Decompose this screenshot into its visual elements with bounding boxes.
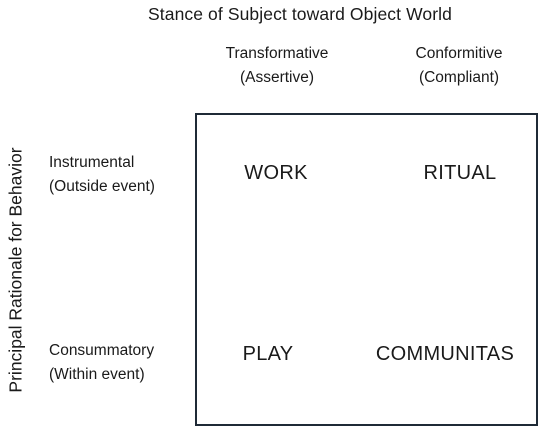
column-header-transformative: Transformative (Assertive) bbox=[216, 42, 338, 90]
quadrant-box bbox=[195, 113, 538, 426]
row-header-subline: (Outside event) bbox=[49, 178, 155, 195]
cell-play: PLAY bbox=[242, 343, 294, 365]
column-header-line: Transformative bbox=[225, 45, 329, 62]
cell-ritual: RITUAL bbox=[423, 162, 497, 184]
column-header-conformitive: Conformitive (Compliant) bbox=[398, 42, 520, 90]
column-header-subline: (Compliant) bbox=[418, 69, 500, 86]
column-header-line: Conformitive bbox=[415, 45, 503, 62]
column-header-subline: (Assertive) bbox=[239, 69, 315, 86]
row-header-line: Instrumental bbox=[49, 154, 135, 171]
side-axis-title: Principal Rationale for Behavior bbox=[5, 147, 26, 393]
row-header-line: Consummatory bbox=[49, 342, 155, 359]
row-header-instrumental: Instrumental (Outside event) bbox=[49, 151, 155, 199]
cell-communitas: COMMUNITAS bbox=[375, 343, 515, 365]
row-header-subline: (Within event) bbox=[49, 366, 145, 383]
row-header-consummatory: Consummatory (Within event) bbox=[49, 339, 154, 387]
cell-work: WORK bbox=[244, 162, 308, 184]
top-axis-title: Stance of Subject toward Object World bbox=[148, 4, 452, 24]
